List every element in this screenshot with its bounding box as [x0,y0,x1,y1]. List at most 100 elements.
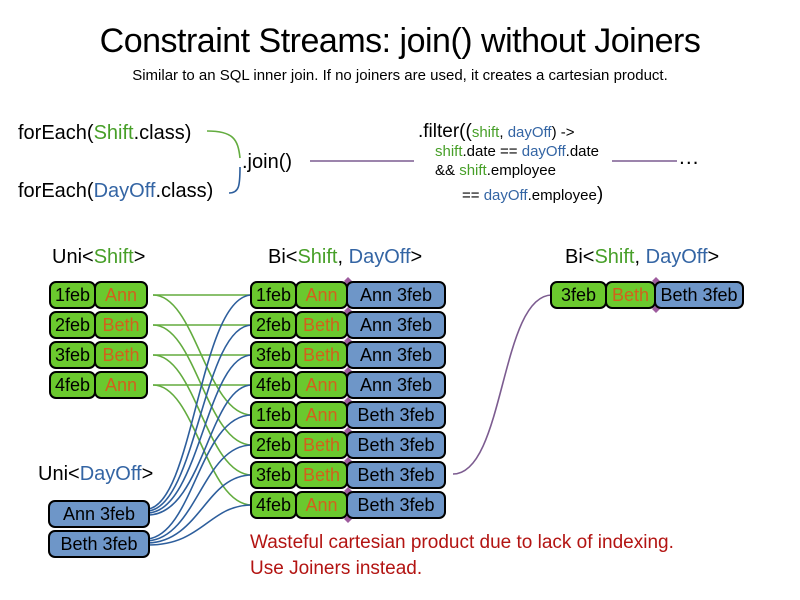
label-bi-middle: Bi<Shift, DayOff> [268,246,422,269]
code-filter-line2: shift.date == dayOff.date [435,143,599,160]
result-shift-employee-cell: Beth [605,281,656,309]
shift-date-cell: 4feb [49,371,96,399]
label-text: > [707,246,720,268]
code-text: .date [565,143,600,160]
label-text: DayOff [348,246,411,268]
code-text: forEach( [18,180,94,202]
shift-date-cell: 2feb [49,311,96,339]
shift-line [152,294,253,416]
dayoff-line [147,324,253,512]
code-filter-line3: && shift.employee [435,162,556,179]
filter-result-curve [452,294,553,475]
bi-shift-employee-cell: Beth [295,341,348,369]
code-text: == [462,187,484,204]
bi-dayoff-cell: Beth 3feb [346,491,446,519]
filter-arg-dayoff: dayOff [507,124,552,141]
bi-dayoff-cell: Ann 3feb [346,371,446,399]
label-text: Shift [93,246,134,268]
dayoff-class-name: DayOff [93,180,156,202]
shift-line [152,384,253,506]
dayoff-row: Ann 3feb [48,500,150,528]
bi-shift-date-cell: 2feb [250,311,297,339]
bi-dayoff-cell: Ann 3feb [346,341,446,369]
bi-shift-employee-cell: Ann [295,371,348,399]
label-text: Shift [594,246,635,268]
uni-dayoff-column: Ann 3feb Beth 3feb [48,500,150,558]
bi-shift-date-cell: 1feb [250,401,297,429]
code-ellipsis: ... [679,146,700,169]
join-brace-lines [206,130,241,194]
bi-shift-date-cell: 1feb [250,281,297,309]
code-text: dayOff [521,143,566,160]
bi-shift-employee-cell: Beth [295,431,348,459]
dayoff-line [147,444,253,542]
code-text: shift [435,143,463,160]
filter-head: .filter(( [418,121,472,142]
code-foreach-shift: forEach(Shift.class) [18,122,191,145]
label-uni-dayoff: Uni<DayOff> [38,463,153,486]
code-text: ) -> [551,124,575,141]
shift-date-cell: 1feb [49,281,96,309]
bi-dayoff-cell: Ann 3feb [346,311,446,339]
code-text: .date == [462,143,522,160]
warning-line2: Use Joiners instead. [250,558,423,579]
dayoff-cell: Beth 3feb [48,530,150,558]
dayoff-line [147,474,253,544]
bi-shift-date-cell: 2feb [250,431,297,459]
bi-shift-employee-cell: Beth [295,461,348,489]
code-filter-line4: == dayOff.employee) [462,184,603,206]
dayoff-line [147,294,253,510]
join-flow-lines [310,160,677,475]
code-text: .class) [133,122,192,144]
code-text: forEach( [18,122,94,144]
label-text: Uni< [52,246,94,268]
filter-arg-shift: shift [471,124,500,141]
bi-dayoff-cell: Ann 3feb [346,281,446,309]
dayoff-line [147,384,253,516]
dayoff-connector-lines [147,294,253,546]
code-foreach-dayoff: forEach(DayOff.class) [18,180,213,203]
code-text: .class) [155,180,214,202]
shift-brace-line [206,130,241,159]
label-text: , [634,246,646,268]
label-text: Bi< [565,246,595,268]
label-text: Uni< [38,463,80,485]
bi-shift-date-cell: 3feb [250,341,297,369]
dayoff-line [147,504,253,546]
bi-shift-employee-cell: Ann [295,491,348,519]
bi-dayoff-cell: Beth 3feb [346,461,446,489]
shift-class-name: Shift [93,122,134,144]
result-shift-date-cell: 3feb [550,281,607,309]
dayoff-line [147,414,253,540]
warning-line1: Wasteful cartesian product due to lack o… [250,532,674,553]
shift-employee-cell: Ann [94,281,148,309]
label-text: Bi< [268,246,298,268]
dayoff-row: Beth 3feb [48,530,150,558]
dayoff-cell: Ann 3feb [48,500,150,528]
label-text: DayOff [79,463,142,485]
bi-shift-employee-cell: Ann [295,281,348,309]
warning-text: Wasteful cartesian product due to lack o… [250,530,674,582]
filter-close-paren: ) [596,184,604,205]
page-subtitle: Similar to an SQL inner join. If no join… [132,67,668,84]
label-bi-right: Bi<Shift, DayOff> [565,246,719,269]
dayoff-line [147,354,253,514]
bi-dayoff-cell: Beth 3feb [346,401,446,429]
bi-dayoff-cell: Beth 3feb [346,431,446,459]
label-text: > [141,463,154,485]
code-text: shift [459,162,487,179]
label-text: Shift [297,246,338,268]
label-text: > [133,246,146,268]
label-text: > [410,246,423,268]
